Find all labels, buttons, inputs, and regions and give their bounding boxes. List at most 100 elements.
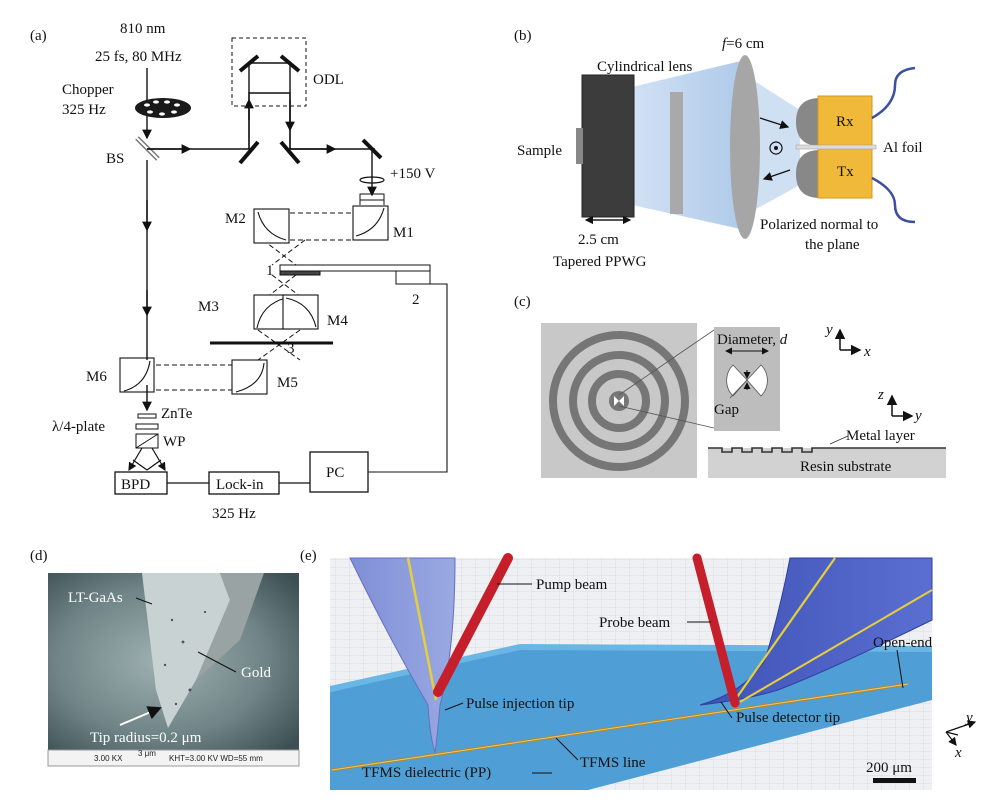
panel-b: (b) Sample Cylindrical lens f=6 cm Rx Tx… bbox=[514, 28, 923, 270]
znte-label: ZnTe bbox=[161, 406, 193, 422]
znte-crystal bbox=[137, 413, 157, 419]
wp-label: WP bbox=[163, 434, 186, 450]
chopper-label: Chopper bbox=[62, 82, 114, 98]
tfms-line-label: TFMS line bbox=[580, 755, 646, 771]
panel-a-tag: (a) bbox=[30, 28, 47, 44]
tx-lens bbox=[796, 150, 820, 198]
detector-tip-label: Pulse detector tip bbox=[736, 710, 840, 726]
m2-label: M2 bbox=[225, 211, 246, 227]
bs-label: BS bbox=[106, 151, 124, 167]
rx-label: Rx bbox=[836, 114, 854, 130]
focal-length-label: f=6 cm bbox=[722, 36, 765, 52]
tx-arrow bbox=[762, 169, 791, 181]
rx-cable bbox=[871, 66, 916, 120]
lockin-freq-label: 325 Hz bbox=[212, 506, 256, 522]
tip-radius-label: Tip radius=0.2 μm bbox=[90, 730, 202, 746]
sem-gaas-tip bbox=[142, 573, 230, 728]
tapered-ppwg bbox=[581, 74, 635, 218]
diameter-label: Diameter, d bbox=[717, 332, 788, 348]
sample-stack bbox=[279, 264, 431, 285]
detector-probe-cone bbox=[699, 557, 933, 706]
laser-params-label: 25 fs, 80 MHz bbox=[95, 49, 182, 65]
open-end-label: Open-end bbox=[873, 635, 933, 651]
label-1: 1 bbox=[266, 263, 274, 279]
probe-beam bbox=[692, 553, 740, 708]
sem-info-bar bbox=[47, 749, 300, 767]
panel-e-tag: (e) bbox=[300, 548, 317, 564]
qwp-plate bbox=[135, 423, 159, 430]
panel-b-tag: (b) bbox=[514, 28, 532, 44]
sample-label: Sample bbox=[517, 143, 562, 159]
bias-label: +150 V bbox=[390, 166, 435, 182]
tip-arrow bbox=[119, 706, 162, 726]
sem-info: KHT=3.00 KV WD=55 mm bbox=[169, 754, 263, 763]
e-axes-icon: y x bbox=[945, 710, 977, 761]
odl-mirrors bbox=[238, 54, 383, 165]
sem-gold-layer bbox=[196, 573, 264, 680]
scale-bar-label: 200 μm bbox=[866, 760, 912, 776]
gap-label: Gap bbox=[714, 402, 739, 418]
panel-e: (e) Pump beam Probe beam Open-end Pulse … bbox=[300, 548, 977, 790]
rx-module bbox=[817, 95, 873, 147]
thz-beam-cone bbox=[632, 60, 745, 230]
m1-label: M1 bbox=[393, 225, 414, 241]
emitter-antenna bbox=[359, 193, 385, 201]
svg-text:x: x bbox=[954, 745, 962, 761]
panel-c: (c) Diameter, d Gap y x z bbox=[514, 294, 946, 478]
sem-scale: 3 μm bbox=[138, 749, 156, 758]
label-2: 2 bbox=[412, 292, 420, 308]
polarization-dot-icon bbox=[769, 141, 783, 155]
label-3: 3 bbox=[287, 341, 295, 357]
rx-arrow bbox=[759, 117, 790, 129]
m3-label: M3 bbox=[198, 299, 219, 315]
width-label: 2.5 cm bbox=[578, 232, 619, 248]
split-beams bbox=[128, 447, 166, 472]
odl-box bbox=[231, 37, 307, 107]
sem-mag: 3.00 KX bbox=[94, 754, 123, 763]
bpd-label: BPD bbox=[121, 477, 150, 493]
lockin-label: Lock-in bbox=[216, 477, 264, 493]
rx-lens bbox=[796, 98, 820, 146]
focusing-lens bbox=[730, 55, 760, 239]
laser-wavelength-label: 810 nm bbox=[120, 21, 166, 37]
bowtie-zoom bbox=[714, 327, 780, 431]
cylindrical-lens-plate bbox=[670, 92, 683, 214]
m4-label: M4 bbox=[327, 313, 348, 329]
pump-beam-label: Pump beam bbox=[536, 577, 608, 593]
resin-label: Resin substrate bbox=[800, 459, 892, 475]
svg-text:z: z bbox=[877, 387, 884, 403]
panel-d-tag: (d) bbox=[30, 548, 48, 564]
svg-text:y: y bbox=[964, 710, 973, 726]
bullseye-rings bbox=[549, 331, 689, 471]
focus-lens bbox=[359, 176, 385, 184]
ltgaas-label: LT-GaAs bbox=[68, 590, 123, 606]
al-foil bbox=[795, 144, 877, 150]
injection-probe-cone bbox=[349, 557, 456, 754]
tx-cable bbox=[871, 176, 916, 224]
chopper-wheel bbox=[135, 98, 191, 118]
tfms-dielectric-label: TFMS dielectric (PP) bbox=[362, 765, 491, 781]
al-foil-label: Al foil bbox=[883, 140, 923, 156]
panel-a: (a) 810 nm 25 fs, 80 MHz Chopper 325 Hz … bbox=[30, 21, 448, 522]
panel-d: (d) 3.00 KX 3 μm KHT=3.00 KV WD=55 mm LT… bbox=[30, 548, 300, 767]
tx-module bbox=[817, 147, 873, 199]
cyl-lens-label: Cylindrical lens bbox=[597, 59, 693, 75]
resin-substrate bbox=[708, 448, 946, 478]
chopper-freq-label: 325 Hz bbox=[62, 102, 106, 118]
injection-tip-label: Pulse injection tip bbox=[466, 696, 574, 712]
pol-label-line1: Polarized normal to bbox=[760, 217, 878, 233]
metal-layer-profile bbox=[708, 447, 946, 453]
scale-bar bbox=[873, 778, 916, 783]
m6-label: M6 bbox=[86, 369, 107, 385]
pc-label: PC bbox=[326, 465, 344, 481]
sample-slab bbox=[576, 128, 583, 164]
pc-cable bbox=[368, 283, 448, 473]
xy-axes-icon: y x bbox=[824, 322, 871, 360]
svg-text:y: y bbox=[824, 322, 833, 338]
m5-label: M5 bbox=[277, 375, 298, 391]
bowtie-aperture bbox=[726, 364, 768, 397]
odl-label: ODL bbox=[313, 72, 344, 88]
metal-layer-label: Metal layer bbox=[846, 428, 915, 444]
pol-label-line2: the plane bbox=[805, 237, 860, 253]
